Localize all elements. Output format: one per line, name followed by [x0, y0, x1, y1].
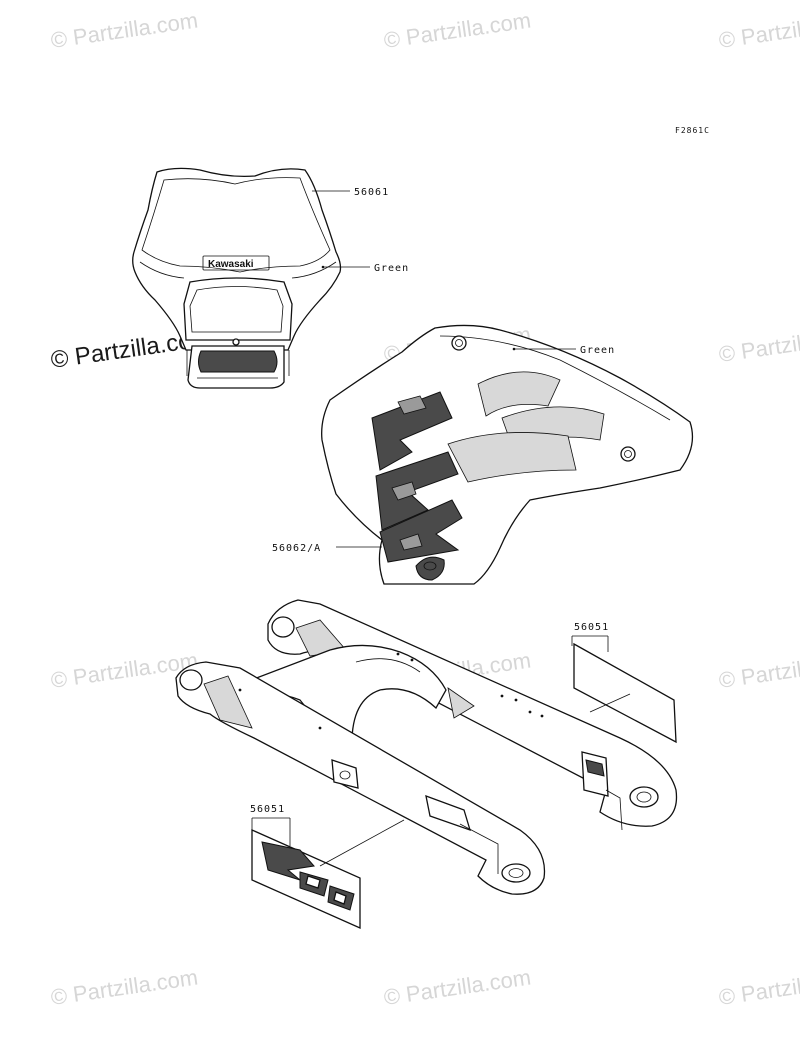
callout-56051-top: 56051: [574, 622, 609, 633]
swingarm-label-bottom[interactable]: 56051: [250, 804, 405, 930]
side-cover[interactable]: Green 56062/A: [272, 324, 694, 585]
callout-56062a: 56062/A: [272, 543, 321, 554]
watermark: © Partzilla.com: [717, 965, 800, 1010]
diagram-code: F2861C: [675, 126, 710, 135]
callout-headlight-color: Green: [374, 263, 409, 274]
callout-56051-bottom: 56051: [250, 804, 285, 815]
watermark: © Partzilla.com: [49, 965, 199, 1010]
watermark: © Partzilla.com: [717, 648, 800, 693]
headlight-cover[interactable]: Kawasaki 56061 Green: [132, 167, 409, 389]
swingarm-label-top[interactable]: 56051: [571, 622, 677, 744]
callout-side-cover-color: Green: [580, 345, 615, 356]
callout-56061: 56061: [354, 187, 389, 198]
watermark: © Partzilla.com: [717, 322, 800, 367]
watermark: © Partzilla.com: [49, 8, 199, 53]
watermark: © Partzilla.com: [382, 965, 532, 1010]
watermark: © Partzilla.com: [382, 8, 532, 53]
kawasaki-logo: Kawasaki: [208, 259, 254, 270]
swingarm[interactable]: [175, 599, 678, 895]
watermark: © Partzilla.com: [717, 8, 800, 53]
